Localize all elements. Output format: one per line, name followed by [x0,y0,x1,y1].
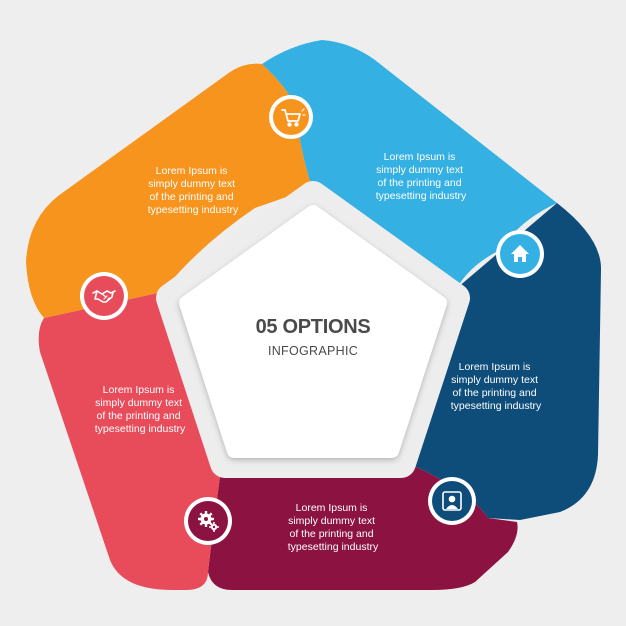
text-maroon: Lorem Ipsum is simply dummy text of the … [288,502,379,553]
text-orange-line: simply dummy text [148,178,235,190]
text-red: Lorem Ipsum is simply dummy text of the … [95,384,186,435]
handshake-icon [92,290,116,303]
badge-orange [269,95,313,139]
text-light-blue-line: typesetting industry [376,190,467,202]
text-dark-blue: Lorem Ipsum is simply dummy text of the … [451,361,542,412]
center-title: 05 OPTIONS [256,316,371,338]
text-red-line: Lorem Ipsum is [103,384,175,396]
segment-light-blue [262,40,557,288]
badge-light-blue [496,230,544,278]
text-maroon-line: typesetting industry [288,541,379,553]
segment-red [38,292,222,590]
text-light-blue-line: of the printing and [378,177,462,189]
text-maroon-line: of the printing and [290,528,374,540]
segment-orange [26,63,312,318]
text-dark-blue-line: of the printing and [453,387,537,399]
text-orange-line: typesetting industry [148,204,239,216]
center-subtitle: INFOGRAPHIC [268,344,358,358]
text-orange-line: Lorem Ipsum is [156,165,228,177]
text-dark-blue-line: Lorem Ipsum is [459,361,531,373]
text-light-blue: Lorem Ipsum is simply dummy text of the … [376,151,467,202]
badge-red [80,272,128,320]
text-red-line: simply dummy text [95,397,182,409]
text-dark-blue-line: simply dummy text [451,374,538,386]
text-maroon-line: Lorem Ipsum is [296,502,368,514]
shopping-cart-icon [281,108,306,127]
segment-dark-blue [405,203,602,520]
user-icon [442,491,462,511]
center-pentagon [179,205,447,458]
text-red-line: typesetting industry [95,423,186,435]
text-light-blue-line: Lorem Ipsum is [384,151,456,163]
text-orange-line: of the printing and [150,191,234,203]
badge-dark-blue [428,477,476,525]
home-icon [511,245,529,262]
badge-maroon [184,497,232,545]
text-dark-blue-line: typesetting industry [451,400,542,412]
text-orange: Lorem Ipsum is simply dummy text of the … [148,165,239,216]
text-maroon-line: simply dummy text [288,515,375,527]
gears-icon [198,511,219,532]
text-light-blue-line: simply dummy text [376,164,463,176]
text-red-line: of the printing and [97,410,181,422]
